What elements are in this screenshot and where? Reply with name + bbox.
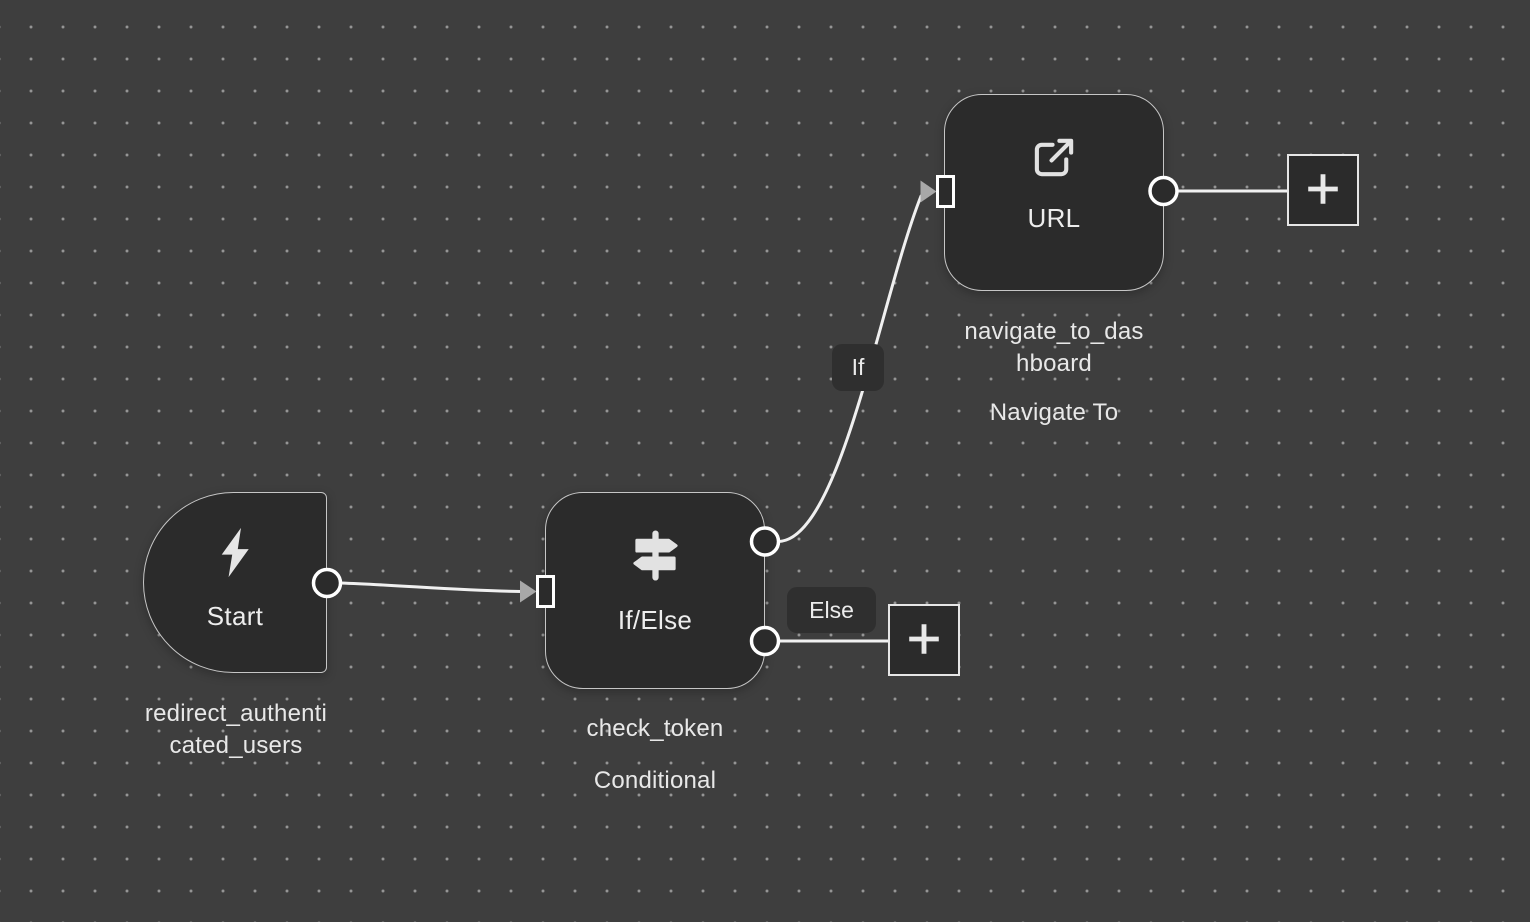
add-node-after-else-button[interactable] bbox=[888, 604, 960, 676]
edge-if-branch[interactable] bbox=[776, 194, 923, 543]
node-start-name-line2: cated_users bbox=[169, 732, 303, 759]
port-output-else[interactable] bbox=[749, 625, 781, 657]
edge-arrowhead-checktoken bbox=[520, 580, 537, 603]
add-node-after-url-button[interactable] bbox=[1287, 154, 1359, 226]
external-link-icon bbox=[1031, 134, 1078, 181]
port-input-check-token[interactable] bbox=[536, 575, 555, 608]
node-start-title: Start bbox=[206, 600, 264, 631]
node-check-token-title: If/Else bbox=[617, 604, 693, 635]
node-navigate-name-line1: navigate_to_das bbox=[964, 318, 1144, 345]
edge-label-if[interactable]: If bbox=[832, 344, 884, 391]
node-check-token[interactable]: If/Else bbox=[545, 492, 765, 689]
node-check-token-type: Conditional bbox=[593, 767, 717, 794]
port-output-if[interactable] bbox=[749, 526, 781, 557]
lightning-bolt-icon bbox=[220, 526, 250, 579]
node-check-token-name: check_token bbox=[586, 715, 724, 742]
plus-icon bbox=[1304, 170, 1342, 211]
node-navigate-to-dashboard[interactable]: URL bbox=[944, 94, 1164, 291]
node-start-name-line1: redirect_authenti bbox=[144, 700, 328, 727]
node-start-name: redirect_authenti cated_users bbox=[108, 698, 364, 762]
node-navigate-name: navigate_to_das hboard bbox=[944, 316, 1164, 380]
signpost-icon bbox=[628, 528, 683, 583]
node-navigate-name-line2: hboard bbox=[1016, 350, 1092, 377]
node-start[interactable]: Start bbox=[143, 492, 327, 673]
edge-arrowhead-url bbox=[920, 180, 937, 203]
edge-label-else[interactable]: Else bbox=[787, 587, 876, 633]
port-input-navigate[interactable] bbox=[936, 175, 955, 208]
node-navigate-title: URL bbox=[1027, 202, 1081, 233]
edge-start-to-checktoken[interactable] bbox=[339, 581, 523, 593]
plus-icon bbox=[905, 620, 943, 661]
port-output-start[interactable] bbox=[311, 567, 343, 599]
port-output-navigate[interactable] bbox=[1148, 175, 1179, 207]
node-navigate-type: Navigate To bbox=[989, 399, 1119, 426]
